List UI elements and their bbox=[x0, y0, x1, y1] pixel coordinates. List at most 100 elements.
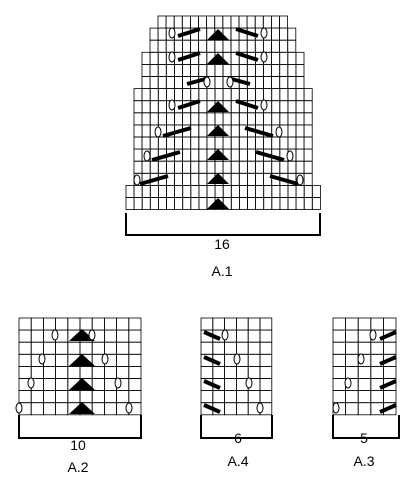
grid-cell bbox=[128, 317, 142, 331]
grid-cell bbox=[263, 112, 273, 126]
grid-cell bbox=[382, 317, 397, 331]
grid-cell bbox=[279, 51, 289, 65]
grid-cell bbox=[303, 88, 313, 102]
grid-cell bbox=[222, 15, 232, 29]
grid-cell bbox=[303, 100, 313, 114]
grid-cell bbox=[198, 148, 208, 162]
grid-cell bbox=[214, 112, 224, 126]
yarn-over-oval bbox=[143, 150, 151, 162]
grid-cell bbox=[279, 64, 289, 77]
grid-cell bbox=[55, 365, 69, 379]
grid-cell bbox=[67, 341, 81, 355]
grid-cell bbox=[198, 112, 208, 126]
grid-cell bbox=[230, 124, 240, 138]
grid-cell bbox=[133, 184, 143, 198]
grid-cell bbox=[332, 378, 347, 392]
grid-cell bbox=[141, 124, 151, 138]
grid-cell bbox=[311, 197, 321, 211]
grid-cell bbox=[287, 64, 297, 77]
grid-cell bbox=[230, 160, 240, 174]
grid-cell bbox=[271, 51, 281, 65]
yarn-over-oval bbox=[51, 329, 59, 341]
grid-cell bbox=[224, 390, 237, 404]
grid-cell bbox=[345, 329, 359, 343]
grid-cell bbox=[255, 184, 265, 198]
grid-cell bbox=[212, 341, 226, 355]
grid-cell bbox=[18, 317, 32, 331]
grid-cell bbox=[165, 64, 175, 77]
grid-cell bbox=[206, 39, 216, 53]
cable-bar bbox=[203, 330, 221, 341]
yarn-over-oval bbox=[221, 329, 229, 341]
grid-cell bbox=[116, 317, 130, 331]
chart-a3-stitch-count: 5 bbox=[360, 430, 368, 446]
chart-a3: 5 A.3 bbox=[332, 317, 400, 469]
grid-cell bbox=[206, 15, 216, 29]
grid-cell bbox=[332, 329, 347, 343]
grid-cell bbox=[43, 317, 57, 331]
grid-cell bbox=[263, 88, 273, 102]
grid-cell bbox=[222, 88, 232, 102]
cable-bar bbox=[235, 27, 259, 38]
yarn-over-oval bbox=[101, 353, 109, 365]
grid-cell bbox=[67, 317, 81, 331]
grid-cell bbox=[332, 365, 347, 379]
yarn-over-oval bbox=[125, 402, 133, 414]
grid-cell bbox=[238, 88, 248, 102]
grid-cell bbox=[303, 160, 313, 174]
grid-cell bbox=[165, 76, 175, 90]
grid-cell bbox=[238, 172, 248, 186]
grid-cell bbox=[104, 317, 118, 331]
chart-a4-bracket bbox=[200, 415, 273, 439]
yarn-over-oval bbox=[38, 353, 46, 365]
grid-cell bbox=[311, 184, 321, 198]
grid-cell bbox=[303, 124, 313, 138]
grid-cell bbox=[18, 390, 32, 404]
yarn-over-oval bbox=[357, 353, 365, 365]
grid-cell bbox=[128, 390, 142, 404]
cable-bar bbox=[379, 355, 397, 366]
grid-cell bbox=[91, 402, 105, 416]
yarn-over-oval bbox=[88, 329, 96, 341]
grid-cell bbox=[91, 378, 105, 392]
grid-cell bbox=[271, 100, 281, 114]
grid-cell bbox=[149, 112, 159, 126]
grid-cell bbox=[345, 341, 359, 355]
grid-cell bbox=[214, 88, 224, 102]
grid-cell bbox=[222, 64, 232, 77]
grid-cell bbox=[235, 317, 249, 331]
decrease-triangle bbox=[207, 198, 229, 209]
grid-cell bbox=[222, 184, 232, 198]
grid-cell bbox=[238, 184, 248, 198]
grid-cell bbox=[382, 390, 397, 404]
grid-cell bbox=[287, 184, 297, 198]
chart-a1-bracket bbox=[125, 213, 321, 236]
grid-cell bbox=[255, 136, 265, 150]
grid-cell bbox=[332, 353, 347, 367]
grid-cell bbox=[230, 64, 240, 77]
grid-cell bbox=[214, 15, 224, 29]
grid-cell bbox=[295, 112, 305, 126]
yarn-over-oval bbox=[114, 377, 122, 389]
grid-cell bbox=[128, 341, 142, 355]
grid-cell bbox=[263, 184, 273, 198]
chart-a2-symbols bbox=[15, 329, 133, 414]
grid-cell bbox=[206, 184, 216, 198]
grid-cell bbox=[182, 64, 192, 77]
grid-cell bbox=[157, 76, 167, 90]
grid-cell bbox=[259, 341, 273, 355]
yarn-over-oval bbox=[15, 402, 23, 414]
cable-bar bbox=[379, 330, 397, 341]
grid-cell bbox=[230, 15, 240, 29]
chart-a4-title: A.4 bbox=[227, 453, 248, 469]
grid-cell bbox=[263, 136, 273, 150]
grid-cell bbox=[206, 64, 216, 77]
grid-cell bbox=[157, 51, 167, 65]
grid-cell bbox=[255, 172, 265, 186]
grid-cell bbox=[174, 88, 184, 102]
grid-cell bbox=[141, 184, 151, 198]
grid-cell bbox=[181, 39, 191, 53]
grid-cell bbox=[91, 390, 105, 404]
grid-cell bbox=[116, 341, 130, 355]
grid-cell bbox=[190, 172, 200, 186]
